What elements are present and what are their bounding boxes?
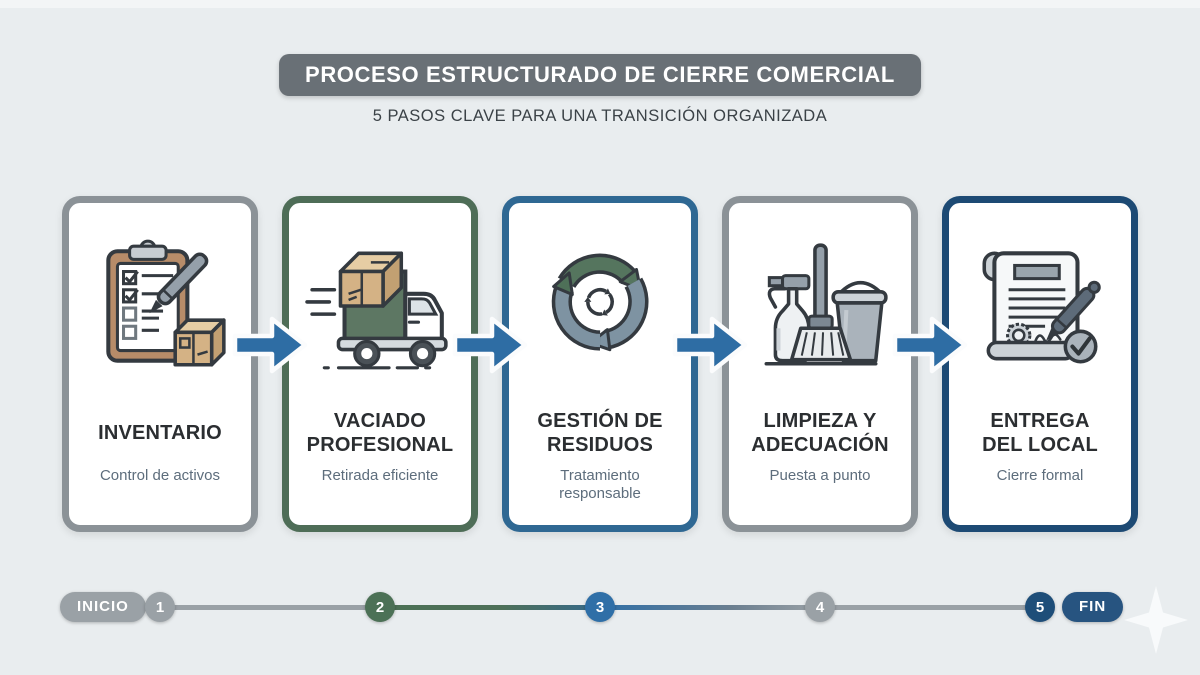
- timeline-node-4: 4: [805, 592, 835, 622]
- step-subtitle: Tratamiento responsable: [559, 467, 641, 502]
- timeline-start-label: INICIO: [60, 592, 146, 622]
- step-card-entrega: ENTREGA DEL LOCAL Cierre formal: [942, 196, 1138, 532]
- clipboard-checklist-box-icon: [84, 203, 236, 404]
- step-card-residuos: GESTIÓN DE RESIDUOS Tratamiento responsa…: [502, 196, 698, 532]
- cleaning-supplies-icon: [744, 203, 896, 404]
- step-card-inventario: INVENTARIO Control de activos: [62, 196, 258, 532]
- timeline-segment: [600, 605, 820, 610]
- timeline-node-3: 3: [585, 592, 615, 622]
- step-subtitle: Cierre formal: [996, 467, 1084, 484]
- step-title: VACIADO PROFESIONAL: [306, 410, 454, 456]
- timeline-segment: [380, 605, 600, 610]
- flow-arrow-icon: [672, 316, 748, 374]
- step-subtitle: Puesta a punto: [769, 467, 871, 484]
- step-card-vaciado: VACIADO PROFESIONAL Retirada eficiente: [282, 196, 478, 532]
- timeline-segment: [820, 605, 1040, 610]
- sparkle-decoration: [1124, 586, 1188, 654]
- step-subtitle: Retirada eficiente: [321, 467, 439, 484]
- page-subtitle: 5 PASOS CLAVE PARA UNA TRANSICIÓN ORGANI…: [372, 107, 828, 125]
- step-title: ENTREGA DEL LOCAL: [982, 410, 1098, 456]
- step-card-limpieza: LIMPIEZA Y ADECUACIÓN Puesta a punto: [722, 196, 918, 532]
- timeline-end-label: FIN: [1062, 592, 1124, 622]
- flow-arrow-icon: [232, 316, 308, 374]
- flow-arrow-icon: [892, 316, 968, 374]
- step-subtitle: Control de activos: [99, 467, 221, 484]
- top-strip: [0, 0, 1200, 8]
- recycle-arrows-icon: [524, 203, 676, 404]
- timeline-node-2: 2: [365, 592, 395, 622]
- step-title: INVENTARIO: [98, 422, 222, 444]
- page-title: PROCESO ESTRUCTURADO DE CIERRE COMERCIAL: [279, 54, 921, 96]
- timeline-node-1: 1: [145, 592, 175, 622]
- signed-document-icon: [964, 203, 1116, 404]
- timeline-segment: [160, 605, 380, 610]
- flow-arrow-icon: [452, 316, 528, 374]
- step-title: GESTIÓN DE RESIDUOS: [537, 410, 663, 456]
- timeline-node-5: 5: [1025, 592, 1055, 622]
- moving-truck-icon: [304, 203, 456, 404]
- step-title: LIMPIEZA Y ADECUACIÓN: [751, 410, 889, 456]
